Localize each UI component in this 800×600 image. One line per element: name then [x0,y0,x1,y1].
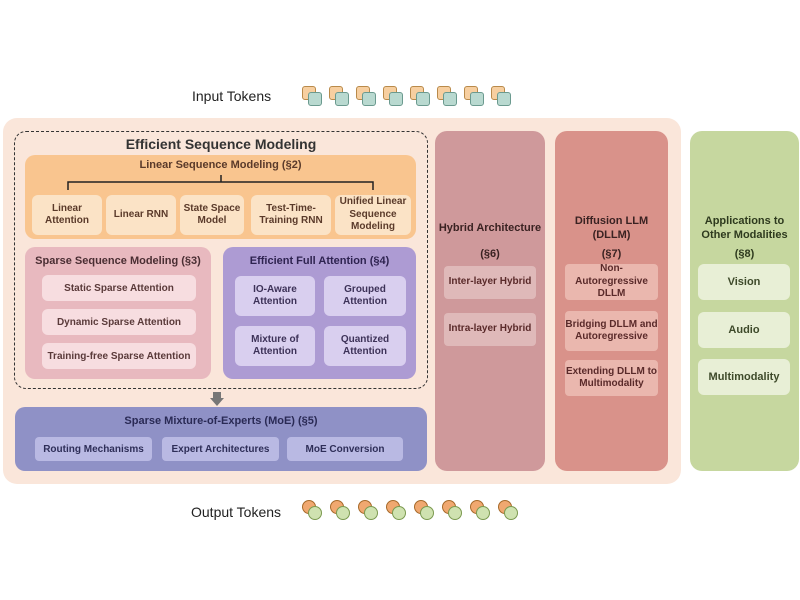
hybrid-title: Hybrid Architecture [438,222,542,235]
output-token-icon [386,500,406,520]
applications-title: Applications to Other Modalities [701,215,788,241]
full-item: IO-Aware Attention [235,276,315,316]
hybrid-item: Inter-layer Hybrid [444,266,536,299]
input-tokens-label: Input Tokens [192,88,272,104]
sparse-item: Static Sparse Attention [42,275,196,301]
moe-title: Sparse Mixture-of-Experts (MoE) (§5) [124,415,318,427]
full-item: Mixture of Attention [235,326,315,366]
dllm-title: Diffusion LLM (DLLM) [574,215,649,241]
hybrid-item: Intra-layer Hybrid [444,313,536,346]
output-token-row [302,500,518,520]
input-token-icon [302,86,322,106]
sparse-item: Training-free Sparse Attention [42,343,196,369]
dllm-section: (§7) [601,248,622,260]
output-tokens-label: Output Tokens [191,504,282,520]
dllm-item: Non-Autoregressive DLLM [565,263,658,300]
input-token-icon [356,86,376,106]
moe-item: Expert Architectures [162,437,279,461]
input-token-icon [437,86,457,106]
linear-item: State Space Model [180,195,244,235]
input-token-row [302,86,511,106]
applications-section: (§8) [734,248,755,260]
output-token-icon [470,500,490,520]
dllm-panel [555,131,668,471]
linear-item: Test-Time-Training RNN [251,195,331,235]
dllm-item: Extending DLLM to Multimodality [565,360,658,396]
hybrid-panel [435,131,545,471]
moe-item: Routing Mechanisms [35,437,152,461]
application-item: Vision [698,264,790,300]
applications-panel [690,131,799,471]
input-token-icon [383,86,403,106]
full-attention-title: Efficient Full Attention (§4) [249,255,390,267]
output-token-icon [358,500,378,520]
linear-bracket [67,175,374,190]
linear-item: Unified Linear Sequence Modeling [335,195,411,235]
down-arrow-icon [210,392,224,406]
input-token-icon [464,86,484,106]
efficient-sequence-title: Efficient Sequence Modeling [125,136,317,152]
linear-item: Linear RNN [106,195,176,235]
hybrid-section: (§6) [480,248,500,260]
dllm-item: Bridging DLLM and Autoregressive [565,311,658,351]
output-token-icon [414,500,434,520]
input-token-icon [410,86,430,106]
output-token-icon [498,500,518,520]
application-item: Multimodality [698,359,790,395]
input-token-icon [491,86,511,106]
input-token-icon [329,86,349,106]
full-item: Quantized Attention [324,326,406,366]
linear-item: Linear Attention [32,195,102,235]
linear-sequence-title: Linear Sequence Modeling (§2) [139,159,302,171]
output-token-icon [330,500,350,520]
efficient-sequence-group [14,131,428,389]
full-item: Grouped Attention [324,276,406,316]
output-token-icon [302,500,322,520]
moe-item: MoE Conversion [287,437,403,461]
output-token-icon [442,500,462,520]
application-item: Audio [698,312,790,348]
sparse-sequence-title: Sparse Sequence Modeling (§3) [35,255,201,267]
sparse-item: Dynamic Sparse Attention [42,309,196,335]
